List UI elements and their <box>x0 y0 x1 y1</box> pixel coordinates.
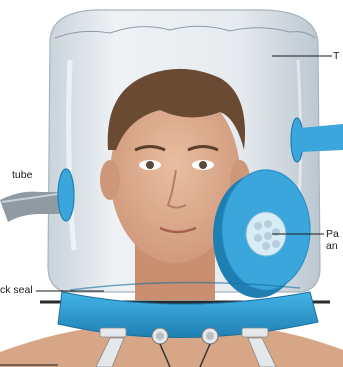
label-tube: tube <box>12 169 32 181</box>
label-filter-line1: Pa <box>326 228 339 240</box>
label-neck-seal: ck seal <box>0 284 33 296</box>
label-filter-line2: an <box>326 240 338 252</box>
label-top: T <box>333 50 339 62</box>
